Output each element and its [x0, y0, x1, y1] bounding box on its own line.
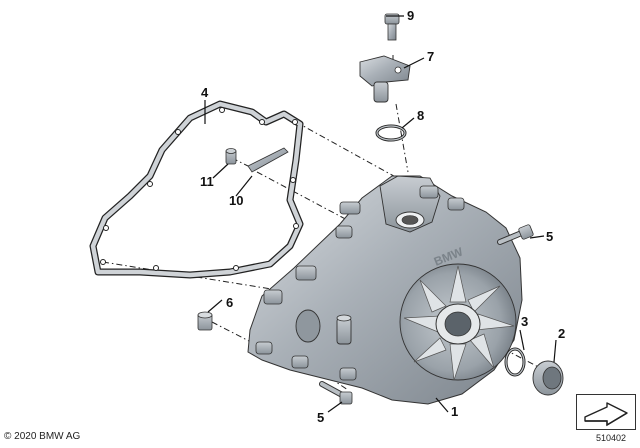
gasket — [89, 100, 304, 279]
bolt-5-lower — [319, 381, 353, 405]
dowel-pin — [225, 148, 237, 165]
callout-2: 2 — [558, 326, 565, 341]
diagram-number: 510402 — [596, 433, 627, 443]
callout-8: 8 — [417, 108, 424, 123]
callout-4: 4 — [201, 85, 209, 100]
callout-9: 9 — [407, 8, 414, 23]
callout-1: 1 — [451, 404, 458, 419]
copyright-notice: © 2020 BMW AG — [4, 431, 81, 442]
callout-6: 6 — [226, 295, 233, 310]
o-ring-3 — [504, 347, 526, 377]
callouts: 1 2 3 4 5 5 6 7 8 9 10 11 — [200, 8, 565, 425]
guide-rail — [247, 147, 289, 173]
callout-5-upper: 5 — [546, 229, 553, 244]
sensor — [359, 55, 411, 103]
screw-9 — [384, 13, 400, 41]
plug — [532, 360, 564, 396]
callout-11: 11 — [200, 174, 214, 189]
callout-5-lower: 5 — [317, 410, 324, 425]
sleeve — [197, 311, 213, 331]
o-ring-8 — [375, 124, 407, 142]
bolt-5-upper — [497, 224, 534, 245]
next-page-arrow-icon[interactable] — [576, 394, 636, 430]
callout-3: 3 — [521, 314, 528, 329]
leader-lines — [204, 15, 557, 413]
engine-cover: BMW — [247, 175, 523, 405]
callout-7: 7 — [427, 49, 434, 64]
callout-10: 10 — [229, 193, 243, 208]
